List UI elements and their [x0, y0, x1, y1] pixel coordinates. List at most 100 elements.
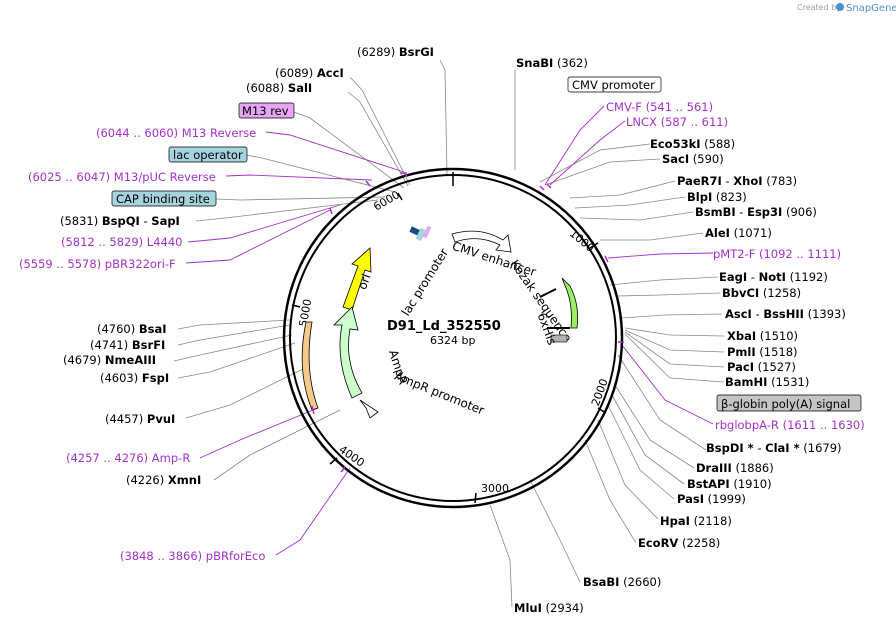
- label-nmeaiii[interactable]: (4679) NmeAIII: [63, 353, 156, 367]
- svg-text:HpaI (2118): HpaI (2118): [660, 514, 732, 528]
- svg-text:(4679) NmeAIII: (4679) NmeAIII: [63, 353, 156, 367]
- label-alei[interactable]: AleI (1071): [705, 226, 772, 240]
- label-cap-binding-site[interactable]: CAP binding site: [111, 190, 217, 207]
- label-pbr322ori-f[interactable]: (5559 .. 5578) pBR322ori-F: [19, 257, 176, 271]
- label-asci-bsshii[interactable]: AscI - BssHII (1393): [725, 307, 846, 321]
- label-bsmbi-esp3i[interactable]: BsmBI - Esp3I (906): [695, 205, 817, 219]
- label-draiii[interactable]: DraIII (1886): [696, 461, 774, 475]
- tick-1000: 1000: [567, 227, 597, 255]
- svg-text:lac operator: lac operator: [173, 148, 243, 162]
- svg-text:pMT2-F (1092 .. 1111): pMT2-F (1092 .. 1111): [713, 247, 841, 261]
- label-xmni[interactable]: (4226) XmnI: [126, 473, 201, 487]
- feature-ampr-promoter-label: AmpR promoter: [393, 369, 487, 418]
- label-lncx[interactable]: LNCX (587 .. 611): [626, 115, 728, 129]
- label-bsabi[interactable]: BsaBI (2660): [583, 575, 661, 589]
- label-m13-reverse[interactable]: (6044 .. 6060) M13 Reverse: [96, 126, 256, 140]
- snapgene-logo-icon: [836, 3, 844, 11]
- label-bbvci[interactable]: BbvCI (1258): [722, 286, 801, 300]
- label-paer7i-xhoi[interactable]: PaeR7I - XhoI (783): [677, 174, 797, 188]
- label-bamhi[interactable]: BamHI (1531): [725, 375, 809, 389]
- label-mlui[interactable]: MluI (2934): [514, 601, 584, 615]
- label-lac-operator[interactable]: lac operator: [168, 146, 248, 163]
- feature-kozak-mark: [539, 288, 557, 298]
- label-hpai[interactable]: HpaI (2118): [660, 514, 732, 528]
- svg-text:PaeR7I - XhoI (783): PaeR7I - XhoI (783): [677, 174, 797, 188]
- svg-text:(4603) FspI: (4603) FspI: [100, 371, 169, 385]
- feature-lac-promoter-label: lac promoter: [399, 246, 452, 319]
- svg-text:M13 rev: M13 rev: [242, 104, 289, 118]
- primer-lines: [185, 105, 714, 556]
- svg-text:DraIII (1886): DraIII (1886): [696, 461, 774, 475]
- svg-text:(6088) SalI: (6088) SalI: [246, 81, 312, 95]
- label-m13-puc-reverse[interactable]: (6025 .. 6047) M13/pUC Reverse: [28, 170, 216, 184]
- tick-3000: 3000: [481, 482, 509, 495]
- svg-text:CAP binding site: CAP binding site: [116, 192, 210, 206]
- label-fspi[interactable]: (4603) FspI: [100, 371, 169, 385]
- svg-text:BspDI * - ClaI * (1679): BspDI * - ClaI * (1679): [706, 441, 842, 455]
- label-pmt2-f[interactable]: pMT2-F (1092 .. 1111): [713, 247, 841, 261]
- label-sali[interactable]: (6088) SalI: [246, 81, 312, 95]
- svg-text:(4760) BsaI: (4760) BsaI: [97, 322, 167, 336]
- label-eagi-noti[interactable]: EagI - NotI (1192): [719, 270, 828, 284]
- svg-text:EcoRV (2258): EcoRV (2258): [638, 536, 720, 550]
- svg-text:(4457) PvuI: (4457) PvuI: [105, 412, 175, 426]
- label-pmli[interactable]: PmlI (1518): [727, 345, 798, 359]
- tick-5000: 5000: [297, 298, 315, 328]
- label-saci[interactable]: SacI (590): [662, 152, 724, 166]
- feature-ampr-promoter[interactable]: AmpR promoter: [359, 369, 487, 419]
- svg-text:SnaBI (362): SnaBI (362): [516, 56, 588, 70]
- label-pvui[interactable]: (4457) PvuI: [105, 412, 175, 426]
- svg-text:β-globin poly(A) signal: β-globin poly(A) signal: [721, 397, 850, 411]
- label-paci[interactable]: PacI (1527): [727, 360, 796, 374]
- label-bspdi-clai[interactable]: BspDI * - ClaI * (1679): [706, 441, 842, 455]
- label-amp-r[interactable]: (4257 .. 4276) Amp-R: [66, 451, 190, 465]
- feature-ampr-outer[interactable]: [301, 321, 319, 411]
- label-bsrgi[interactable]: (6289) BsrGI: [357, 45, 434, 59]
- label-snabi[interactable]: SnaBI (362): [516, 56, 588, 70]
- label-pbrforeco[interactable]: (3848 .. 3866) pBRforEco: [120, 549, 265, 563]
- label-cmv-f[interactable]: CMV-F (541 .. 561): [606, 100, 713, 114]
- label-rbglobpa-r[interactable]: rbglobpA-R (1611 .. 1630): [715, 418, 865, 432]
- label-acci[interactable]: (6089) AccI: [275, 66, 344, 80]
- tick-6000: 6000: [371, 188, 402, 213]
- leader-lines: [173, 59, 725, 608]
- plasmid-name: D91_Ld_352550: [387, 319, 501, 334]
- svg-text:(5812 .. 5829) L4440: (5812 .. 5829) L4440: [61, 235, 182, 249]
- svg-text:LNCX (587 .. 611): LNCX (587 .. 611): [626, 115, 728, 129]
- svg-text:BlpI (823): BlpI (823): [687, 190, 747, 204]
- svg-text:(6089) AccI: (6089) AccI: [275, 66, 344, 80]
- label-m13-rev[interactable]: M13 rev: [238, 102, 295, 119]
- svg-text:BsmBI - Esp3I (906): BsmBI - Esp3I (906): [695, 205, 817, 219]
- label-blpi[interactable]: BlpI (823): [687, 190, 747, 204]
- plasmid-length: 6324 bp: [430, 334, 475, 347]
- svg-text:MluI (2934): MluI (2934): [514, 601, 584, 615]
- label-bsrfi[interactable]: (4741) BsrFI: [90, 338, 165, 352]
- tick-marks: [291, 172, 607, 504]
- primer-marks: [311, 172, 624, 473]
- label-xbai[interactable]: XbaI (1510): [727, 329, 798, 343]
- label-eco53ki[interactable]: Eco53kI (588): [650, 137, 735, 151]
- credit-brand: SnapGene: [846, 3, 896, 14]
- label-pasi[interactable]: PasI (1999): [677, 492, 746, 506]
- label-ecorv[interactable]: EcoRV (2258): [638, 536, 720, 550]
- label-bstapi[interactable]: BstAPI (1910): [687, 477, 772, 491]
- label-l4440[interactable]: (5812 .. 5829) L4440: [61, 235, 182, 249]
- svg-text:(6025 .. 6047) M13/pUC Reverse: (6025 .. 6047) M13/pUC Reverse: [28, 170, 216, 184]
- svg-text:PacI (1527): PacI (1527): [727, 360, 796, 374]
- svg-text:(5831) BspQI - SapI: (5831) BspQI - SapI: [60, 214, 180, 228]
- backbone-outer: [282, 167, 624, 509]
- label-bsai[interactable]: (4760) BsaI: [97, 322, 167, 336]
- label-bspqi-sapi[interactable]: (5831) BspQI - SapI: [60, 214, 180, 228]
- svg-text:BsaBI (2660): BsaBI (2660): [583, 575, 661, 589]
- label-beta-globin-polya[interactable]: β-globin poly(A) signal: [716, 394, 862, 412]
- feature-ori[interactable]: ori: [342, 247, 374, 311]
- feature-insert[interactable]: [561, 277, 579, 329]
- svg-text:EagI - NotI (1192): EagI - NotI (1192): [719, 270, 828, 284]
- label-cmv-promoter[interactable]: CMV promoter: [567, 76, 662, 93]
- svg-text:BstAPI (1910): BstAPI (1910): [687, 477, 772, 491]
- svg-text:rbglobpA-R (1611 .. 1630): rbglobpA-R (1611 .. 1630): [715, 418, 865, 432]
- svg-text:Eco53kI (588): Eco53kI (588): [650, 137, 735, 151]
- svg-text:PmlI (1518): PmlI (1518): [727, 345, 798, 359]
- svg-text:BamHI (1531): BamHI (1531): [725, 375, 809, 389]
